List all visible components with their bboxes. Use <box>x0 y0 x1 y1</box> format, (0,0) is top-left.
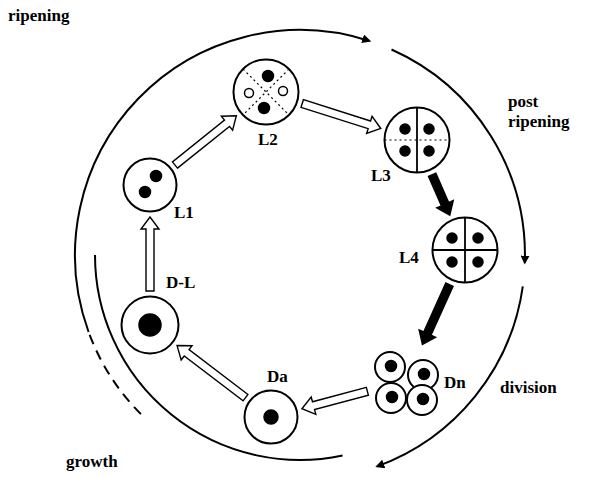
phase-label: division <box>500 378 557 398</box>
cell-node: Da <box>243 389 299 445</box>
cell-outline <box>385 108 450 173</box>
daughter-cell <box>407 385 437 415</box>
cell-shape <box>232 58 300 126</box>
phase-label: growth <box>66 452 118 472</box>
nucleus-dot <box>418 394 429 405</box>
block-arrow <box>429 173 454 215</box>
nucleus-dot <box>447 257 457 267</box>
block-arrow <box>301 100 381 134</box>
cell-outline <box>122 297 179 354</box>
hollow-nucleus <box>279 87 288 96</box>
block-arrow <box>419 283 453 345</box>
cell-figure <box>433 218 498 283</box>
cell-figure <box>234 60 299 125</box>
dotted-wall <box>385 139 450 140</box>
cell-label: L2 <box>258 130 278 150</box>
nucleus-dot <box>473 257 483 267</box>
cell-shape <box>370 345 442 417</box>
cell-shape <box>431 216 499 284</box>
cell-shape <box>120 295 180 355</box>
cell-outline <box>124 159 177 212</box>
cell-shape <box>122 157 178 213</box>
cell-label: D-L <box>166 273 195 293</box>
growth-arc <box>95 255 343 460</box>
cell-node: Dn <box>370 345 442 417</box>
phase-label: ripening <box>8 6 69 26</box>
nucleus-dot <box>263 71 274 82</box>
block-arrow <box>141 217 159 291</box>
cell-label: L3 <box>371 166 391 186</box>
cell-node: L2 <box>232 58 300 126</box>
nucleus-dot <box>424 146 434 156</box>
cell-label: L1 <box>174 203 194 223</box>
nucleus-dot <box>424 124 434 134</box>
hollow-nucleus <box>245 89 254 98</box>
nucleus-dot <box>387 392 398 403</box>
nucleus-dot <box>400 124 410 134</box>
cell-figure <box>122 297 179 354</box>
cell-node: D-L <box>120 295 180 355</box>
dotted-wall <box>243 69 289 115</box>
cell-label: Da <box>267 367 288 387</box>
block-arrow <box>177 346 248 401</box>
cell-node: L3 <box>383 106 451 174</box>
cell-node: L1 <box>122 157 178 213</box>
cell-label: Dn <box>444 373 466 393</box>
cell-node: L4 <box>431 216 499 284</box>
daughter-cell <box>376 383 406 413</box>
cell-figure <box>375 352 438 415</box>
cell-outline <box>234 60 299 125</box>
cell-label: L4 <box>399 248 419 268</box>
cell-figure <box>385 108 450 173</box>
ripening-arc <box>75 30 369 332</box>
cell-outline <box>433 218 498 283</box>
cell-outline <box>245 391 298 444</box>
nucleus-dot <box>139 314 161 336</box>
cell-shape <box>383 106 451 174</box>
nucleus-dot <box>151 171 162 182</box>
dotted-wall <box>243 69 289 115</box>
cell-wall <box>433 249 498 251</box>
cell-figure <box>245 391 298 444</box>
cell-figure <box>124 159 177 212</box>
nucleus-dot <box>400 146 410 156</box>
cell-shape <box>243 389 299 445</box>
nucleus-dot <box>419 369 430 380</box>
block-arrow <box>302 387 368 414</box>
phase-label: post ripening <box>508 92 594 132</box>
daughter-cell <box>375 352 405 382</box>
nucleus-dot <box>140 187 151 198</box>
nucleus-dot <box>386 361 397 372</box>
nucleus-dot <box>259 103 270 114</box>
block-arrow <box>172 116 236 168</box>
nucleus-dot <box>473 233 483 243</box>
nucleus-dot <box>264 410 278 424</box>
nucleus-dot <box>447 233 457 243</box>
